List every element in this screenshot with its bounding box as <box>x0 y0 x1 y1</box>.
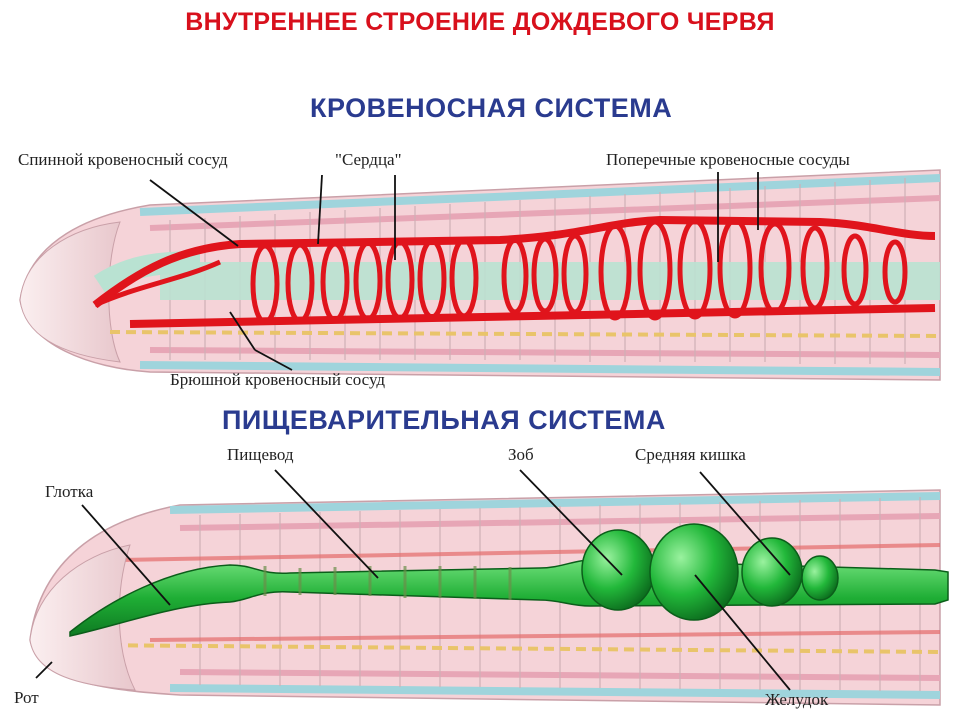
label-midgut: Средняя кишка <box>635 445 746 464</box>
main-title: ВНУТРЕННЕЕ СТРОЕНИЕ ДОЖДЕВОГО ЧЕРВЯ <box>185 8 775 36</box>
label-gizzard: Желудок <box>765 690 829 709</box>
label-mouth: Рот <box>14 688 39 707</box>
leader-lines-circulatory <box>149 172 759 371</box>
label-transverse-vessels: Поперечные кровеносные сосуды <box>606 150 850 169</box>
leader-lines-digestive <box>35 469 791 691</box>
label-crop: Зоб <box>508 445 534 464</box>
label-hearts: "Сердца" <box>335 150 402 169</box>
label-esophagus: Пищевод <box>227 445 294 464</box>
label-pharynx: Глотка <box>45 482 94 501</box>
label-dorsal-vessel: Спинной кровеносный сосуд <box>18 150 228 169</box>
circulatory-heading: КРОВЕНОСНАЯ СИСТЕМА <box>310 93 673 123</box>
digestive-heading: ПИЩЕВАРИТЕЛЬНАЯ СИСТЕМА <box>222 405 666 435</box>
vessels <box>92 215 936 328</box>
label-ventral-vessel: Брюшной кровеносный сосуд <box>170 370 386 389</box>
